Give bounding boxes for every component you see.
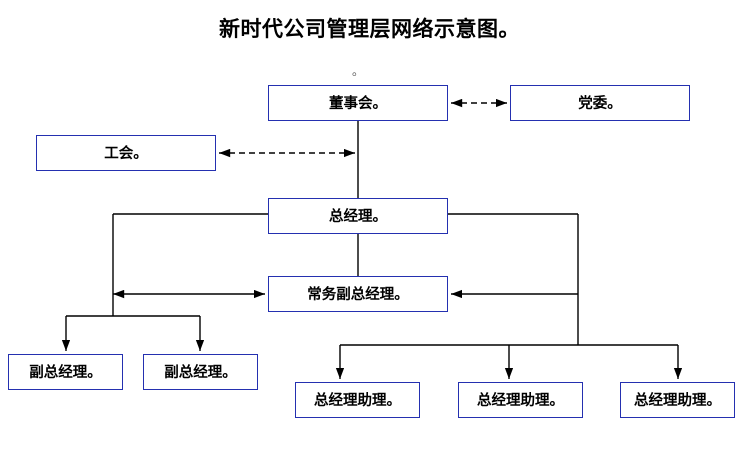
node-executive-vice-gm[interactable]: 常务副总经理。 <box>268 276 448 312</box>
node-gm-assistant-1-label: 总经理助理。 <box>314 392 401 409</box>
node-vice-gm-2-label: 副总经理。 <box>164 364 237 381</box>
node-board-label: 董事会。 <box>329 95 387 112</box>
node-gm-assistant-3-label: 总经理助理。 <box>634 392 721 409</box>
node-general-manager-label: 总经理。 <box>329 208 387 225</box>
node-executive-vice-gm-label: 常务副总经理。 <box>307 286 409 303</box>
node-vice-gm-1-label: 副总经理。 <box>29 364 102 381</box>
node-vice-gm-2[interactable]: 副总经理。 <box>143 354 258 390</box>
page-title: 新时代公司管理层网络示意图。 <box>219 17 520 41</box>
node-party-committee-label: 党委。 <box>578 95 622 112</box>
node-party-committee[interactable]: 党委。 <box>510 85 690 121</box>
node-union-label: 工会。 <box>104 145 148 162</box>
stray-mark: 。 <box>352 64 365 78</box>
node-board[interactable]: 董事会。 <box>268 85 448 121</box>
node-vice-gm-1[interactable]: 副总经理。 <box>8 354 123 390</box>
node-gm-assistant-2[interactable]: 总经理助理。 <box>458 382 583 418</box>
node-gm-assistant-3[interactable]: 总经理助理。 <box>620 382 735 418</box>
node-gm-assistant-2-label: 总经理助理。 <box>477 392 564 409</box>
node-general-manager[interactable]: 总经理。 <box>268 198 448 234</box>
node-gm-assistant-1[interactable]: 总经理助理。 <box>295 382 420 418</box>
node-union[interactable]: 工会。 <box>36 135 216 171</box>
